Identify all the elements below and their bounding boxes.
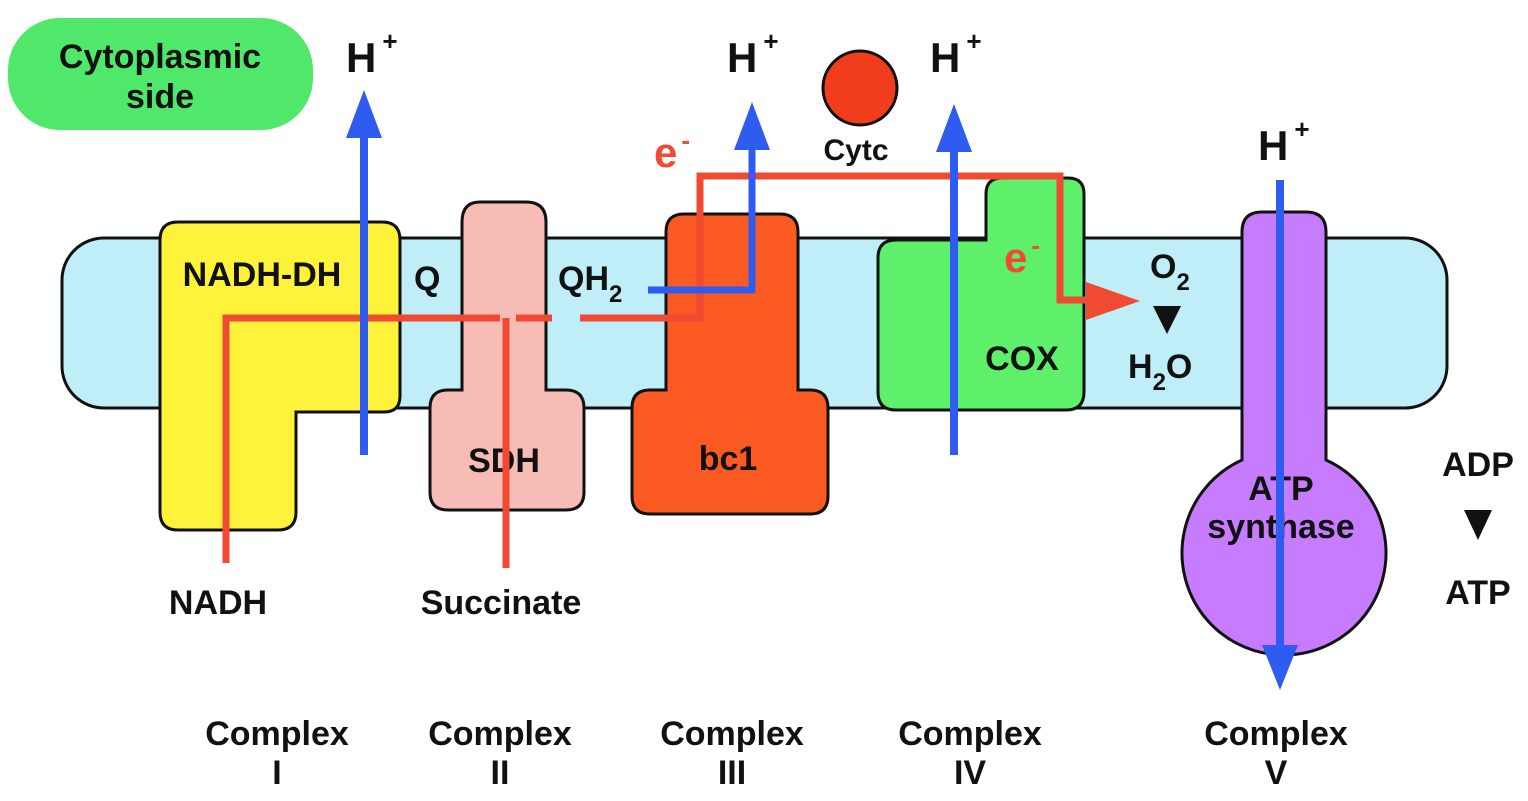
cytoplasmic-side-label-line2: side <box>126 78 194 116</box>
cytc-circle <box>821 49 899 127</box>
electron-label-complex-3: e- <box>654 125 690 176</box>
qh2-proton-link <box>648 150 756 294</box>
nadh-dh-complex <box>158 220 402 532</box>
electron-path-to-qh2 <box>580 172 1090 322</box>
proton-arrowhead-complex-3 <box>734 102 770 150</box>
proton-arrows <box>346 90 1298 690</box>
complex-3-numeral: III <box>718 754 746 792</box>
proton-label-complex-5: H+ <box>1258 114 1310 169</box>
atp-label: ATP <box>1445 574 1510 612</box>
cox-complex <box>876 176 1086 412</box>
complex-labels: Complex I Complex II Complex III Complex… <box>205 715 1348 792</box>
electron-path-nadh <box>222 314 500 563</box>
electron-arrowhead <box>1086 282 1140 320</box>
proton-arrowhead-complex-5 <box>1262 645 1298 690</box>
complex-1-word: Complex <box>205 715 349 753</box>
complex-5-word: Complex <box>1204 715 1348 753</box>
complex-3-word: Complex <box>660 715 804 753</box>
o2-to-h2o-arrow <box>1153 306 1181 334</box>
adp-to-atp-arrow <box>1464 510 1492 540</box>
bc1-label: bc1 <box>699 440 758 478</box>
nadh-dh-label: NADH-DH <box>183 256 342 294</box>
nadh-label: NADH <box>169 584 267 622</box>
complex-2-numeral: II <box>491 754 510 792</box>
proton-label-complex-4: H+ <box>930 26 982 81</box>
complex-4-word: Complex <box>898 715 1042 753</box>
complex-4-numeral: IV <box>954 754 986 792</box>
electron-path <box>222 172 1090 568</box>
succinate-label: Succinate <box>421 584 582 622</box>
proton-label-complex-3: H+ <box>727 26 779 81</box>
complex-5-numeral: V <box>1265 754 1288 792</box>
o2-label: O2 <box>1150 248 1190 296</box>
proton-arrowhead-complex-4 <box>936 104 972 152</box>
complex-1-numeral: I <box>272 754 281 792</box>
proton-label-complex-1: H+ <box>346 26 398 81</box>
q-label: Q <box>414 260 440 298</box>
electron-label-complex-4: e- <box>1004 230 1040 281</box>
complex-2-word: Complex <box>428 715 572 753</box>
cytoplasmic-side-label-line1: Cytoplasmic <box>59 38 261 76</box>
qh2-label: QH2 <box>558 260 622 308</box>
cytoplasmic-side-badge <box>8 18 313 130</box>
cytc-label: Cytc <box>823 134 888 167</box>
h2o-label: H2O <box>1128 348 1192 396</box>
adp-label: ADP <box>1442 446 1514 484</box>
proton-arrowhead-complex-1 <box>346 90 382 138</box>
cox-label: COX <box>985 340 1059 378</box>
